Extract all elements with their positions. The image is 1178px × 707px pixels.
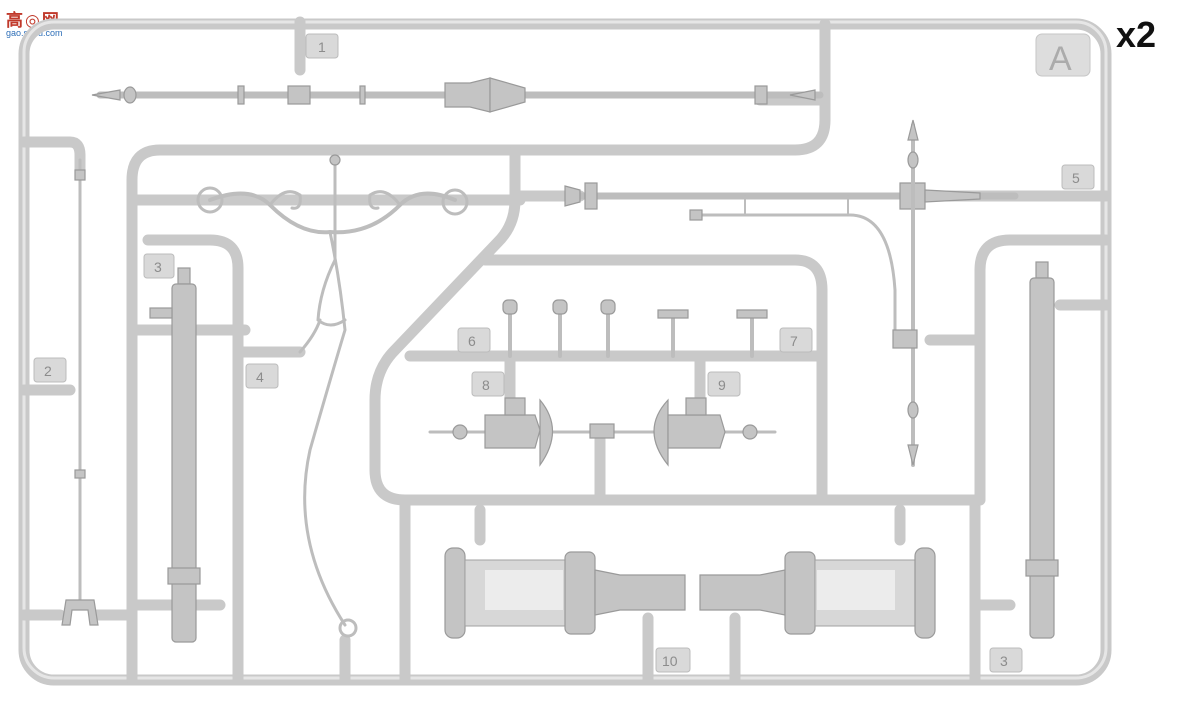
sprue-letter-tab: A [1035,33,1091,78]
sprue-letter: A [1049,40,1072,78]
outer-runner [18,18,1112,686]
part-8-9-lamp-heads [428,397,777,467]
tab-label: 10 [662,653,678,669]
part-1-spear-rod [91,77,824,113]
part-2-thin-rod [61,158,99,626]
tab-label: 9 [718,377,726,393]
part-3-cylinder-right [1025,261,1059,639]
tab-label: 2 [44,363,52,379]
tab-part-1: 1 [305,33,339,59]
part-3-cylinder-left [149,267,201,643]
tab-part-3-left: 3 [143,253,175,279]
tab-part-9: 9 [707,371,741,397]
tab-part-5: 5 [1061,164,1095,190]
part-4-ornamental-bracket [196,154,469,638]
tab-part-6: 6 [457,327,491,353]
tab-part-7: 7 [779,327,813,353]
sprue-multiplier: x2 [1116,14,1157,55]
part-10-lantern-housings [444,547,936,639]
tab-label: 1 [318,39,326,55]
tab-label: 8 [482,377,490,393]
tab-part-4: 4 [245,363,279,389]
tab-label: 3 [1000,653,1008,669]
tab-part-2: 2 [33,357,67,383]
tab-label: 5 [1072,170,1080,186]
tab-label: 4 [256,369,264,385]
tab-part-3-right: 3 [989,647,1023,673]
part-5-lamp-arm [564,119,1019,467]
tab-label: 6 [468,333,476,349]
inner-runners [18,16,1112,686]
tab-part-10: 10 [655,647,691,673]
tab-label: 7 [790,333,798,349]
tab-part-8: 8 [471,371,505,397]
tab-label: 3 [154,259,162,275]
part-6-7-fittings [502,299,768,358]
